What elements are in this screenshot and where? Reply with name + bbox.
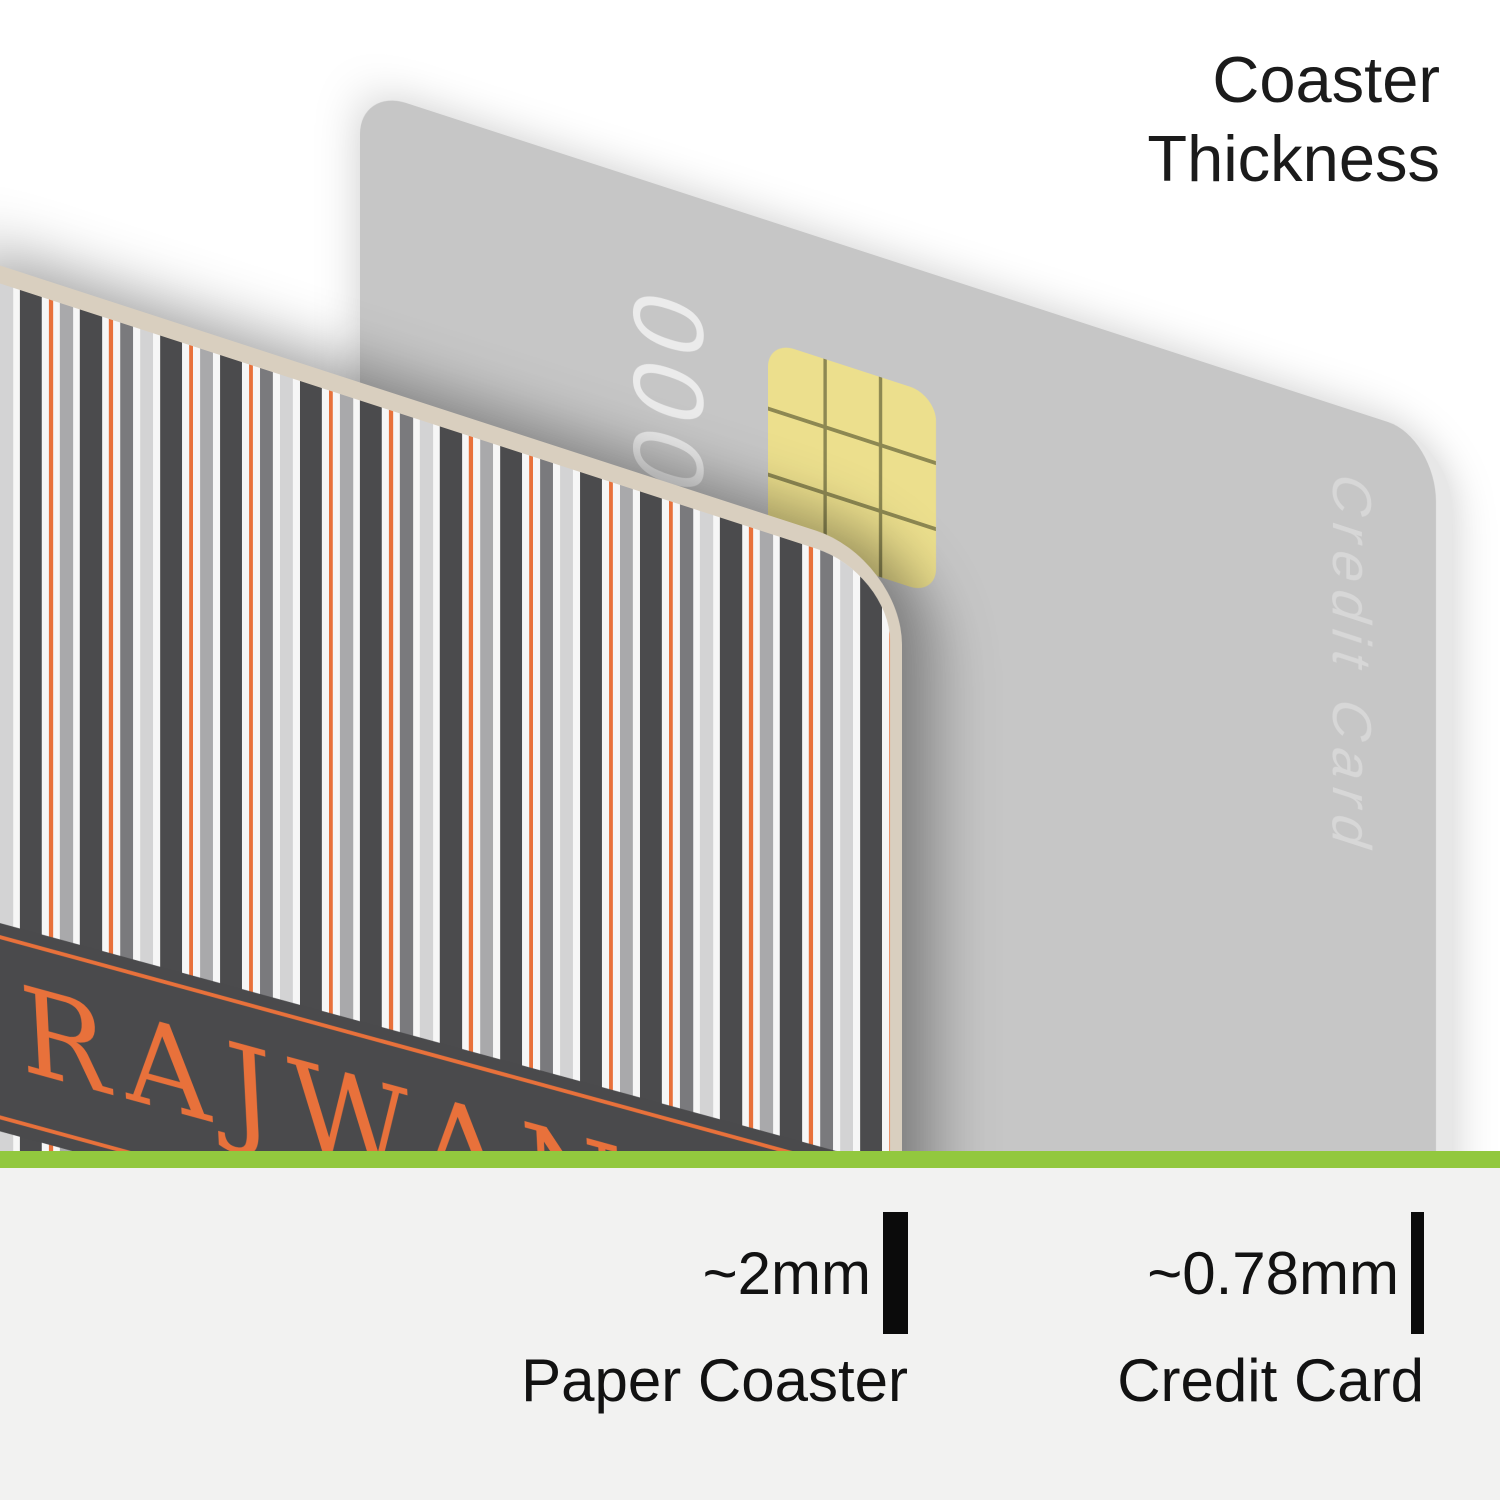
coaster-measurement-label: Paper Coaster: [521, 1347, 908, 1414]
page-title: Coaster Thickness: [1147, 43, 1440, 196]
card-measurement-row: ~0.78mm: [1147, 1212, 1424, 1334]
coaster-measurement-row: ~2mm: [703, 1212, 908, 1334]
green-divider: [0, 1151, 1500, 1168]
measurement-panel: ~2mm Paper Coaster ~0.78mm Credit Card: [0, 1168, 1500, 1500]
card-measurement: ~0.78mm Credit Card: [1117, 1212, 1424, 1415]
coaster-measurement: ~2mm Paper Coaster: [521, 1212, 908, 1415]
card-watermark-label: Credit Card: [1321, 466, 1383, 867]
card-thickness-value: ~0.78mm: [1147, 1239, 1399, 1307]
coaster-thickness-value: ~2mm: [702, 1239, 871, 1307]
card-measurement-label: Credit Card: [1117, 1347, 1424, 1414]
emv-chip-icon: [768, 340, 936, 596]
card-thickness-bar: [1411, 1212, 1424, 1334]
coaster-thickness-bar: [883, 1212, 908, 1334]
credit-card: 0000 Credit Card: [360, 88, 1452, 1500]
